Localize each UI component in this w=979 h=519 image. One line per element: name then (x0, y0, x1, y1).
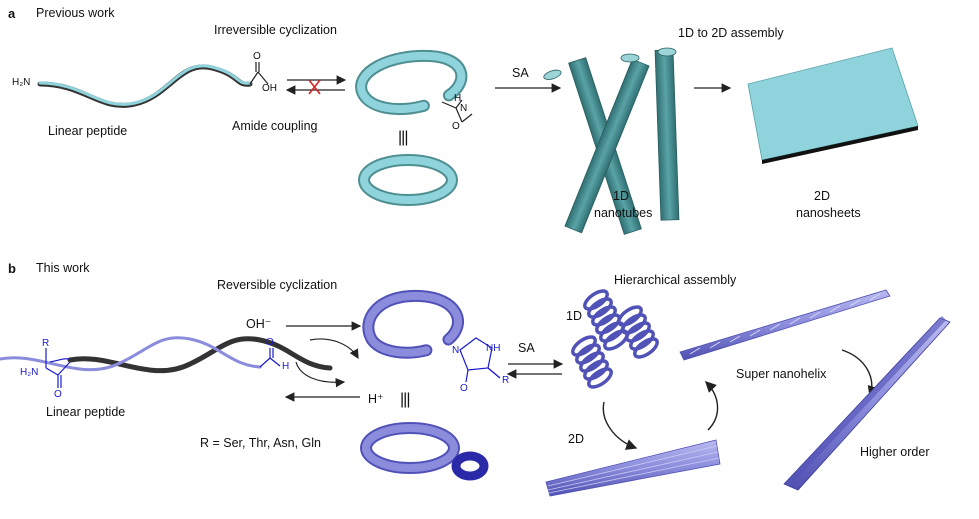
irreversible-cyclization-label: Irreversible cyclization (214, 23, 337, 37)
nanosheets-2d-line1: 2D (814, 189, 830, 203)
proton-label: H⁺ (368, 392, 384, 406)
chem-r-b: R (42, 338, 50, 349)
nanotubes-1d-line1: 1D (613, 189, 629, 203)
panel-b-title: This work (36, 261, 90, 275)
super-nanohelix (679, 289, 891, 361)
chem-ketone-o: O (54, 389, 62, 400)
equivalence-mark-b: ||| (400, 391, 411, 408)
nanotubes-1d (543, 47, 680, 235)
linear-peptide-label-a: Linear peptide (48, 124, 128, 138)
chem-ring-n: N (452, 345, 460, 356)
linear-peptide-wave-b (67, 336, 333, 374)
linear-peptide-label-b: Linear peptide (46, 405, 126, 419)
super-nanohelix-label: Super nanohelix (736, 367, 827, 381)
chem-amide-n: N (460, 103, 468, 114)
sa-label-a: SA (512, 66, 529, 80)
chem-ring-r: R (502, 375, 510, 386)
amide-coupling-label: Amide coupling (232, 119, 318, 133)
chem-nh2-a: H₂N (12, 77, 31, 88)
sa-label-b: SA (518, 341, 535, 355)
panel-b-letter: b (8, 261, 16, 276)
chem-nh2-b: H₂N (20, 367, 39, 378)
stacked-ring-columns-1d (571, 289, 659, 389)
blocked-cross-icon (308, 79, 321, 95)
reversible-cyclization-label: Reversible cyclization (217, 278, 338, 292)
equivalence-mark-a: ||| (398, 129, 409, 146)
nanotubes-1d-line2: nanotubes (594, 206, 653, 220)
chem-acid-oh: OH (262, 83, 277, 94)
nanosheet-2d (747, 47, 919, 164)
chem-ring-o: O (460, 383, 468, 394)
panel-a-title: Previous work (36, 6, 115, 20)
label-2d-b: 2D (568, 432, 584, 446)
chem-amide-h: H (454, 93, 462, 104)
chem-aldehyde-o: O (266, 337, 274, 348)
arrow-1d-to-2d (602, 401, 638, 450)
assembly-1d-2d-label: 1D to 2D assembly (678, 26, 784, 40)
higher-order-bundle (783, 316, 951, 491)
fiber-sheet-2d (545, 439, 721, 497)
label-1d-b: 1D (566, 309, 582, 323)
hierarchical-assembly-label: Hierarchical assembly (614, 273, 737, 287)
hydroxide-label: OH⁻ (246, 317, 272, 331)
arrow-helix-to-higher (841, 349, 879, 398)
residue-r-definition: R = Ser, Thr, Asn, Gln (200, 436, 322, 450)
chem-amide-o: O (452, 121, 460, 132)
arrow-2d-to-helix (705, 381, 719, 431)
chem-ring-nh: NH (486, 343, 501, 354)
chem-aldehyde-h: H (282, 361, 290, 372)
nanosheets-2d-line2: nanosheets (796, 206, 861, 220)
panel-a-letter: a (8, 6, 16, 21)
knot-ring (451, 451, 489, 481)
higher-order-label: Higher order (860, 445, 930, 459)
chem-acid-o: O (253, 51, 261, 62)
